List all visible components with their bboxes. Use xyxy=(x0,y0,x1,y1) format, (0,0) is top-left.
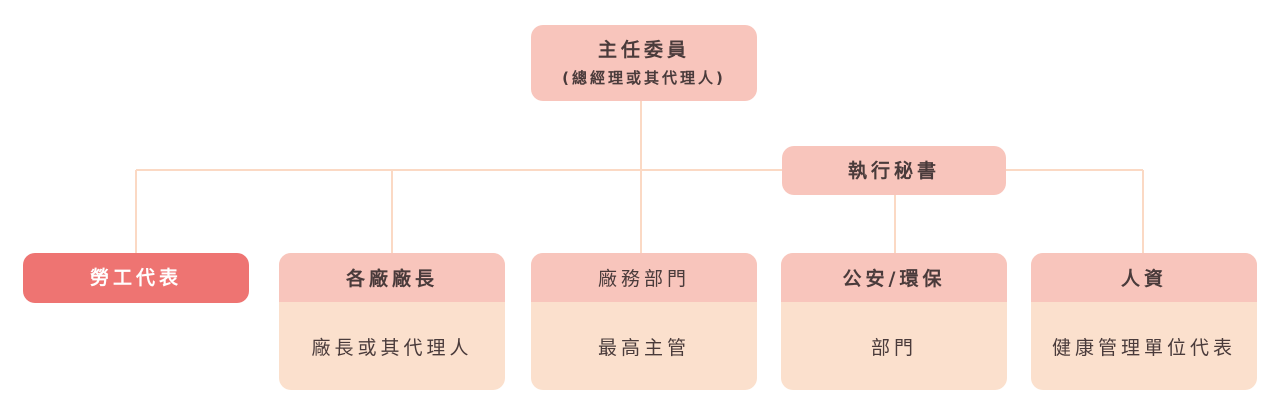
facility-dept-card: 廠務部門 最高主管 xyxy=(531,253,757,390)
labor-representative-title: 勞工代表 xyxy=(89,267,182,289)
safety-env-body: 部門 xyxy=(870,336,917,359)
secretary-title: 執行秘書 xyxy=(847,159,940,182)
safety-env-card: 公安/環保 部門 xyxy=(781,253,1007,390)
chairman-title: 主任委員 xyxy=(597,39,690,61)
chairman-box: 主任委員 (總經理或其代理人) xyxy=(531,25,757,101)
safety-env-head: 公安/環保 xyxy=(781,253,1007,302)
chairman-subtitle: (總經理或其代理人) xyxy=(562,69,726,87)
facility-dept-head: 廠務部門 xyxy=(531,253,757,302)
labor-representative-box: 勞工代表 xyxy=(23,253,249,303)
factory-director-body: 廠長或其代理人 xyxy=(311,336,473,359)
hr-body: 健康管理單位代表 xyxy=(1051,336,1236,359)
hr-card: 人資 健康管理單位代表 xyxy=(1031,253,1257,390)
facility-dept-body: 最高主管 xyxy=(597,336,690,359)
factory-director-head: 各廠廠長 xyxy=(279,253,505,302)
secretary-box: 執行秘書 xyxy=(782,146,1006,195)
hr-head: 人資 xyxy=(1031,253,1257,302)
factory-director-card: 各廠廠長 廠長或其代理人 xyxy=(279,253,505,390)
